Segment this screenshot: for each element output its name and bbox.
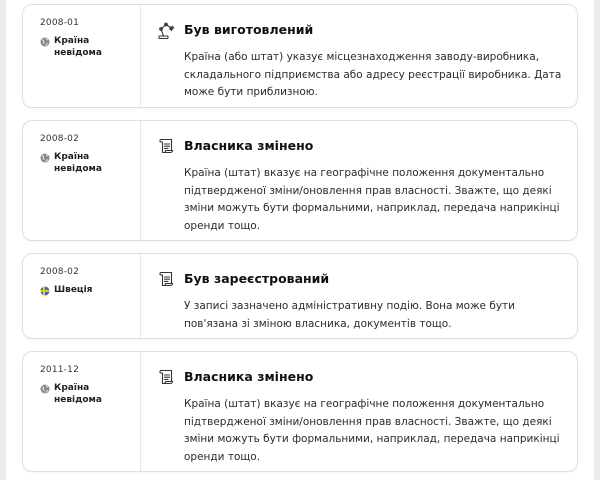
event-content: Був виготовлений Країна (або штат) указу…	[156, 5, 563, 102]
document-scroll-icon	[159, 138, 174, 154]
timeline-event-card: 2008-01 Країна невідома	[22, 4, 578, 108]
country-name: Країна невідома	[54, 36, 102, 58]
robot-arm-icon	[158, 22, 175, 40]
country-name: Швеція	[54, 285, 93, 295]
globe-icon	[40, 37, 50, 47]
event-country: Країна невідома	[40, 35, 140, 59]
event-title: Був зареєстрований	[184, 271, 330, 286]
event-content: Власника змінено Країна (штат) вказує на…	[156, 352, 563, 466]
event-country: Країна невідома	[40, 151, 140, 175]
globe-icon	[40, 384, 50, 394]
event-date: 2008-02	[40, 267, 80, 277]
event-description: Країна (штат) вказує на географічне поло…	[184, 398, 560, 463]
country-name: Країна невідома	[54, 383, 102, 405]
event-date: 2011-12	[40, 365, 80, 375]
event-description: Країна (штат) вказує на географічне поло…	[184, 167, 560, 232]
page-edge-right	[594, 0, 600, 480]
event-country: Країна невідома	[40, 382, 140, 406]
document-scroll-icon	[159, 369, 174, 385]
document-scroll-icon	[159, 271, 174, 287]
event-meta: 2008-02 Швеція	[23, 254, 141, 338]
event-date: 2008-01	[40, 18, 80, 28]
country-name: Країна невідома	[54, 152, 102, 174]
event-content: Власника змінено Країна (штат) вказує на…	[156, 121, 563, 235]
event-meta: 2011-12 Країна невідома	[23, 352, 141, 471]
event-title: Власника змінено	[184, 369, 314, 384]
event-content: Був зареєстрований У записі зазначено ад…	[156, 254, 563, 333]
event-meta: 2008-02 Країна невідома	[23, 121, 141, 240]
timeline-event-card: 2008-02 Країна невідома Власника з	[22, 120, 578, 241]
event-description: Країна (або штат) указує місцезнаходженн…	[184, 51, 562, 98]
event-description: У записі зазначено адміністративну подію…	[184, 300, 515, 330]
timeline-event-card: 2011-12 Країна невідома Власника з	[22, 351, 578, 472]
sweden-flag-icon	[40, 286, 50, 296]
event-title: Власника змінено	[184, 138, 314, 153]
event-country: Швеція	[40, 284, 140, 296]
event-date: 2008-02	[40, 134, 80, 144]
event-title: Був виготовлений	[184, 22, 314, 37]
timeline-event-card: 2008-02 Швеція	[22, 253, 578, 339]
event-meta: 2008-01 Країна невідома	[23, 5, 141, 107]
page-edge-left	[0, 0, 6, 480]
globe-icon	[40, 153, 50, 163]
